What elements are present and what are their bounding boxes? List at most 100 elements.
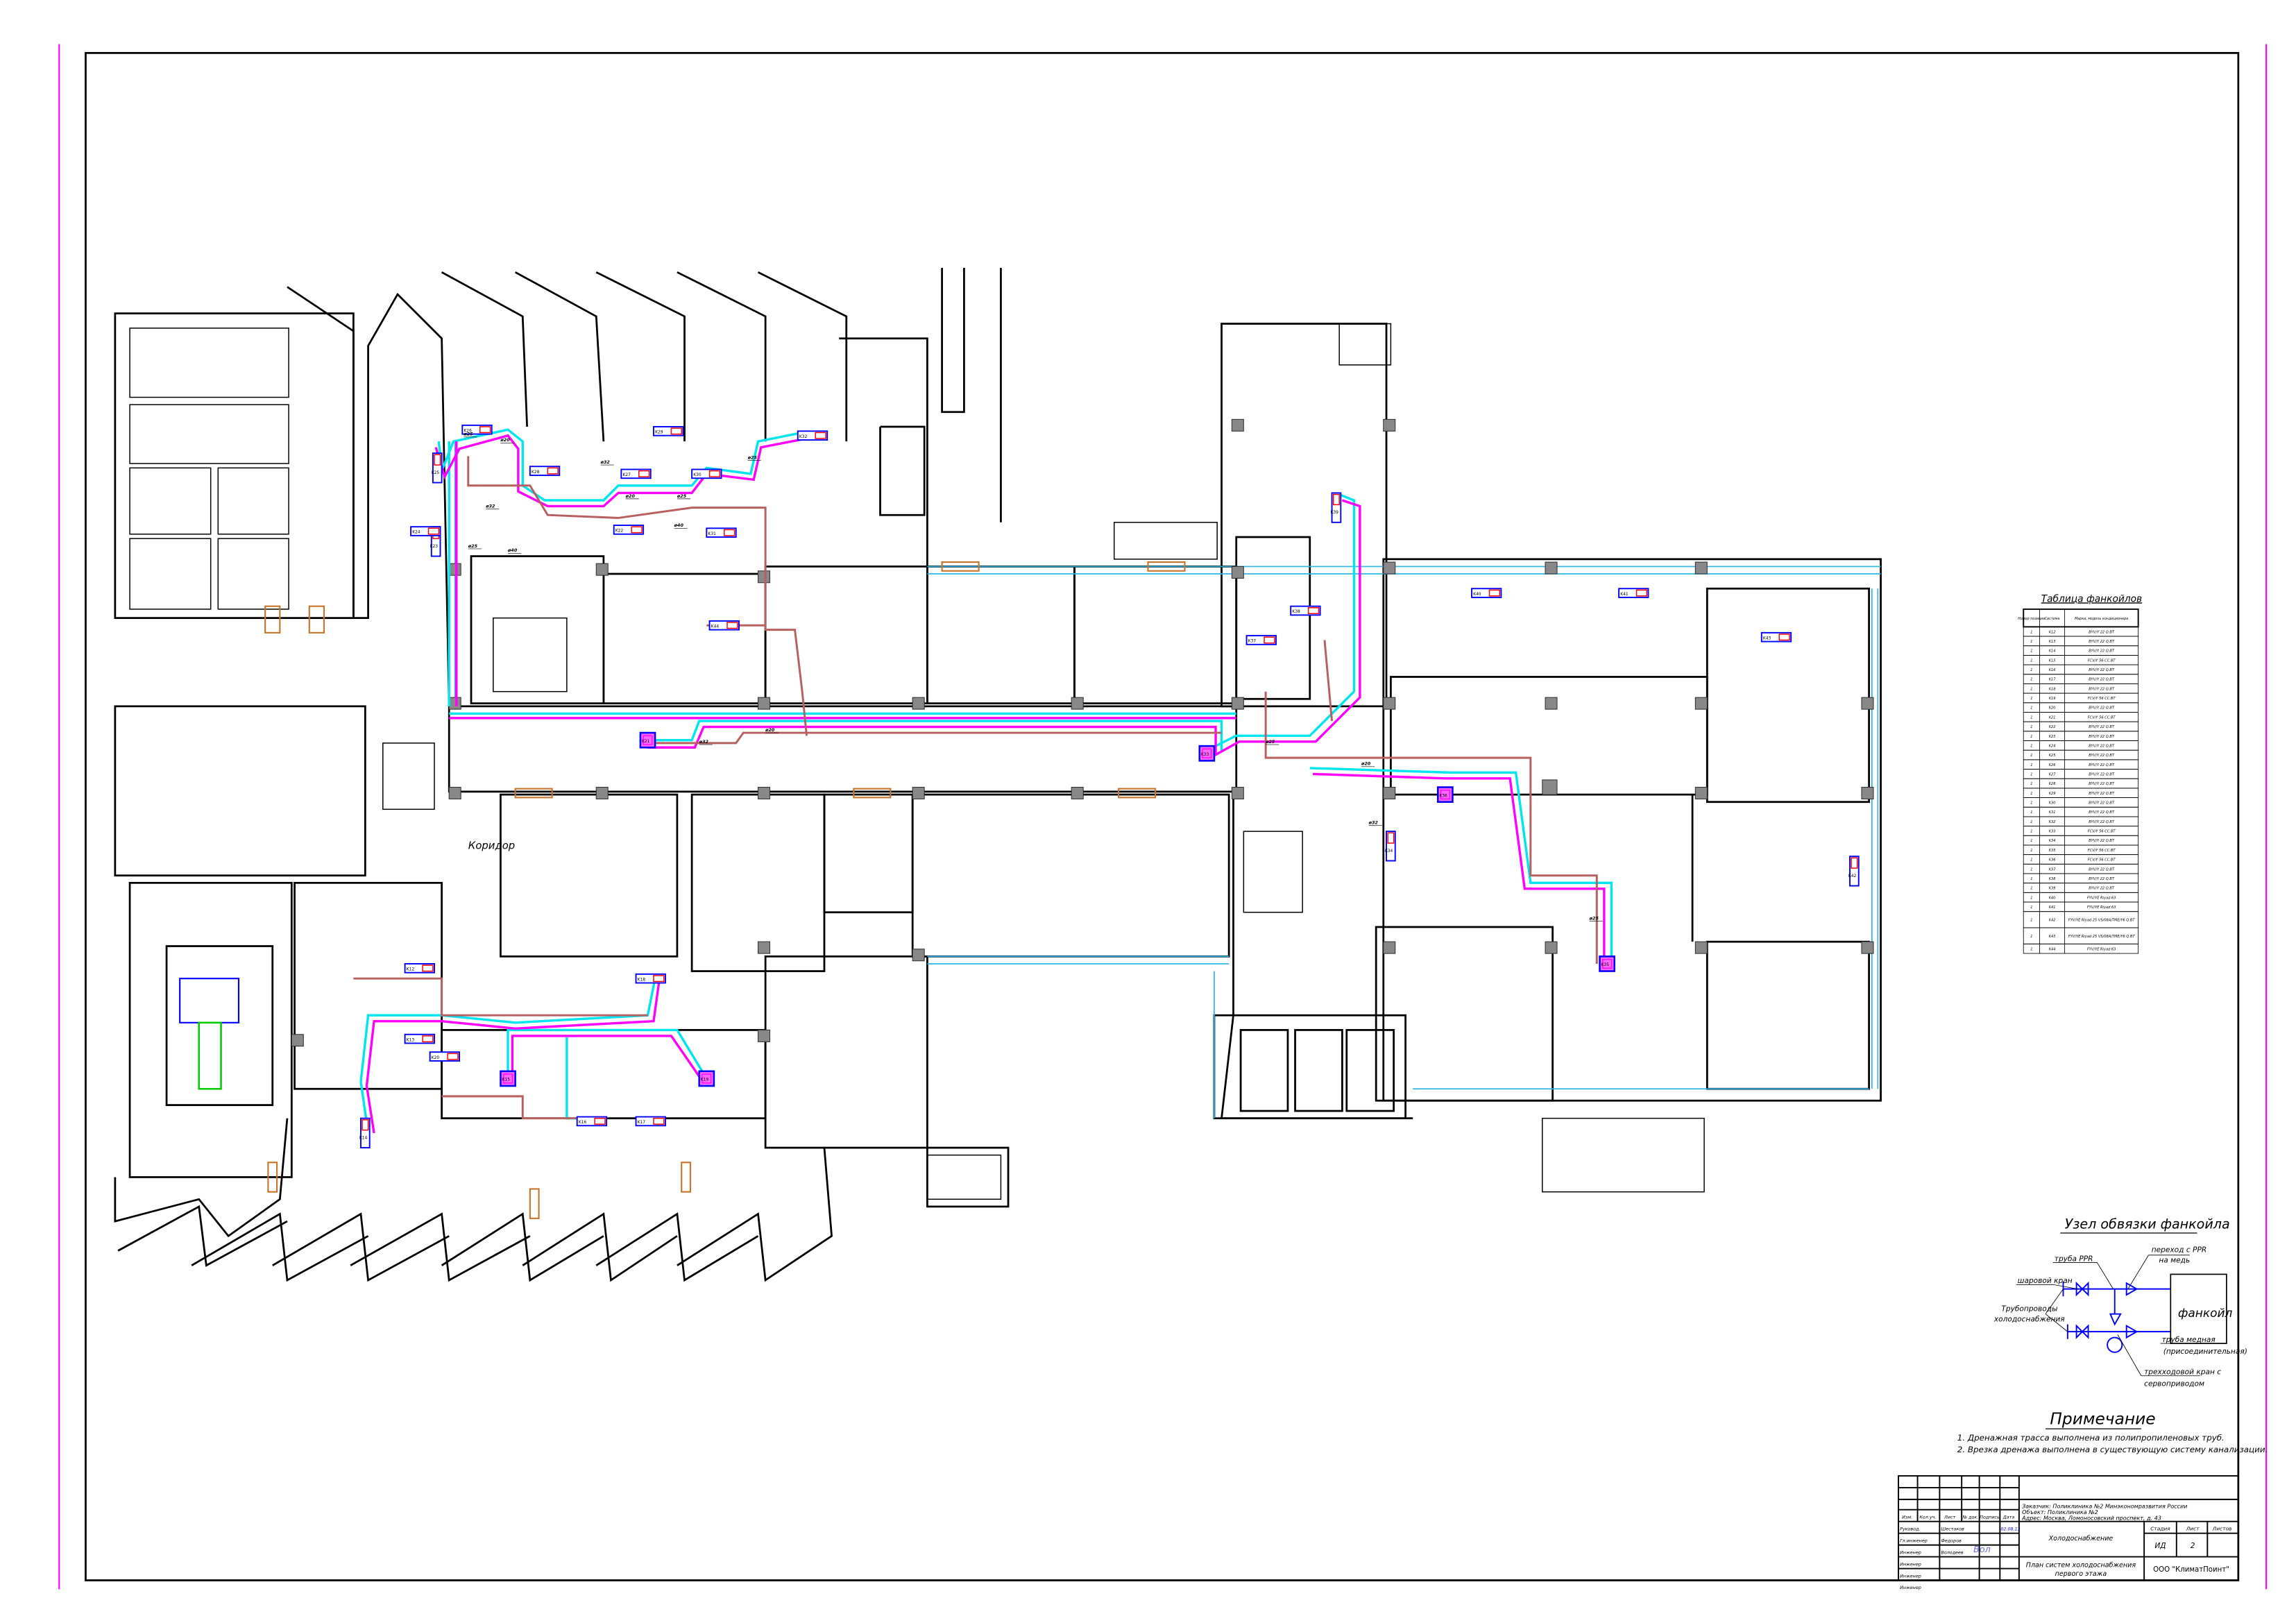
section: Холодоснабжение	[2048, 1535, 2114, 1543]
table-cell: BYV/Y 22 Q.BT	[2089, 772, 2115, 776]
fancoil-label: K17	[638, 1120, 646, 1125]
fancoil-unit[interactable]: K44	[708, 620, 740, 631]
fancoil-label: K33	[1201, 752, 1209, 757]
table-cell: 1	[2030, 763, 2032, 767]
pipe-diameter-label: ø40	[507, 548, 518, 553]
fancoil-body	[429, 1051, 461, 1062]
fancoil-unit[interactable]: K20	[429, 1051, 461, 1062]
table-cell: FYV/YE Riyad 25 VS/08A/TME/Y6 Q.BT	[2068, 918, 2136, 922]
fancoil-label: K42	[1848, 874, 1857, 878]
fancoil-label: K44	[711, 624, 720, 629]
fancoil-unit[interactable]: K17	[635, 1116, 666, 1127]
sheets-label: Листов	[2212, 1525, 2232, 1531]
table-row-border	[2023, 943, 2139, 954]
ball-valve-icon	[2075, 1281, 2089, 1297]
fancoil-unit[interactable]: K25	[432, 452, 443, 484]
fancoil-unit[interactable]: K36	[1436, 786, 1454, 803]
fancoil-body	[1849, 856, 1860, 887]
table-cell: K36	[2049, 858, 2056, 863]
table-cell: 1	[2030, 725, 2032, 729]
table-cell: 1	[2030, 896, 2032, 900]
fancoil-unit[interactable]: K27	[620, 468, 652, 479]
chilled-water-supply-pipes	[359, 428, 1613, 1134]
table-cell: K31	[2049, 810, 2056, 815]
fancoil-unit[interactable]: K40	[1471, 588, 1502, 598]
label-transition-2: на медь	[2159, 1256, 2190, 1264]
fancoil-unit[interactable]: K37	[1245, 635, 1277, 645]
table-cell: 1	[2030, 947, 2032, 951]
table-cell: K16	[2049, 668, 2056, 672]
fancoil-unit[interactable]: K32	[797, 430, 828, 441]
fancoil-unit[interactable]: K15	[500, 1070, 516, 1087]
fancoil-unit[interactable]: K14	[359, 1117, 371, 1149]
staff-name: Володеев	[1941, 1550, 1963, 1555]
fancoil-unit[interactable]: K26	[461, 424, 493, 435]
title-block-header: Дата	[2002, 1515, 2015, 1520]
fancoil-unit[interactable]: K41	[1618, 588, 1649, 598]
notes: Примечание 1. Дренажная трасса выполнена…	[1957, 1410, 2268, 1454]
fancoil-label: K37	[1248, 639, 1257, 644]
fancoil-body	[1471, 588, 1502, 598]
table-row-border	[2023, 883, 2139, 893]
fancoil-unit[interactable]: K12	[404, 963, 435, 974]
pipe-diameter-label: ø32	[600, 460, 611, 465]
fancoil-unit[interactable]: K24	[410, 526, 441, 536]
fancoil-connection	[1488, 589, 1501, 597]
table-cell: BYV/Y 22 Q.BT	[2089, 630, 2115, 634]
fancoil-body	[576, 1116, 608, 1127]
table-cell: BYV/Y 22 Q.BT	[2089, 725, 2115, 729]
fancoil-unit[interactable]: K42	[1848, 856, 1860, 887]
fancoil-unit[interactable]: K31	[706, 527, 737, 538]
table-cell: FYV/YE Riyad 63	[2087, 947, 2116, 951]
fancoil-label: K35	[1601, 962, 1610, 967]
fancoil-unit[interactable]: K18	[635, 973, 666, 984]
cassette-fancoil-grille	[1202, 748, 1212, 758]
fancoil-unit[interactable]: K38	[1290, 605, 1321, 616]
fancoil-body	[404, 1033, 435, 1044]
fancoil-unit[interactable]: K30	[691, 468, 722, 479]
table-row-border	[2023, 826, 2139, 836]
fancoil-unit[interactable]: K21	[639, 731, 656, 749]
table-cell: BYV/Y 22 Q.BT	[2089, 782, 2115, 786]
table-cell: 1	[2030, 858, 2032, 863]
fancoil-body	[410, 526, 441, 536]
label-copper-1: труба медная	[2162, 1336, 2216, 1344]
fancoil-unit[interactable]: K19	[698, 1070, 715, 1087]
fancoil-connection	[1332, 493, 1340, 506]
staff-role: Инженер	[1900, 1574, 1921, 1579]
fancoil-unit[interactable]: K43	[1760, 631, 1792, 643]
fancoil-unit[interactable]: K34	[1385, 831, 1396, 862]
pipe-diameter-label: ø25	[463, 432, 473, 437]
address: Адрес: Москва, Ломоносовский проспект, д…	[2021, 1515, 2161, 1522]
fancoil-unit[interactable]: K29	[653, 426, 684, 436]
fancoil-unit[interactable]: K13	[404, 1033, 435, 1044]
fancoil-unit[interactable]: K22	[613, 525, 645, 535]
label-copper-2: (присоединительная)	[2163, 1348, 2247, 1356]
fancoil-box-label: фанкойл	[2178, 1306, 2233, 1320]
fancoil-unit[interactable]: K16	[576, 1116, 608, 1127]
fancoil-unit[interactable]: K39	[1330, 492, 1342, 523]
cassette-fancoil-body	[639, 731, 656, 749]
fancoil-unit[interactable]: K28	[529, 466, 561, 476]
fancoil-connection	[815, 432, 826, 439]
fancoil-unit[interactable]: K35	[1599, 955, 1615, 972]
table-cell: K21	[2049, 715, 2056, 720]
node-leader-lines	[2016, 1255, 2222, 1377]
fancoil-connection	[1778, 634, 1790, 641]
fancoil-unit[interactable]: K33	[1198, 745, 1216, 762]
fancoil-label: K22	[615, 529, 624, 534]
cassette-fancoil-body	[500, 1070, 516, 1087]
fancoil-body	[706, 527, 737, 538]
table-cell: K43	[2049, 935, 2056, 939]
table-cell: 1	[2030, 839, 2032, 843]
chiller-unit	[179, 978, 240, 1023]
title-block-header: № док.	[1962, 1515, 1979, 1520]
table-cell: K44	[2049, 947, 2056, 951]
